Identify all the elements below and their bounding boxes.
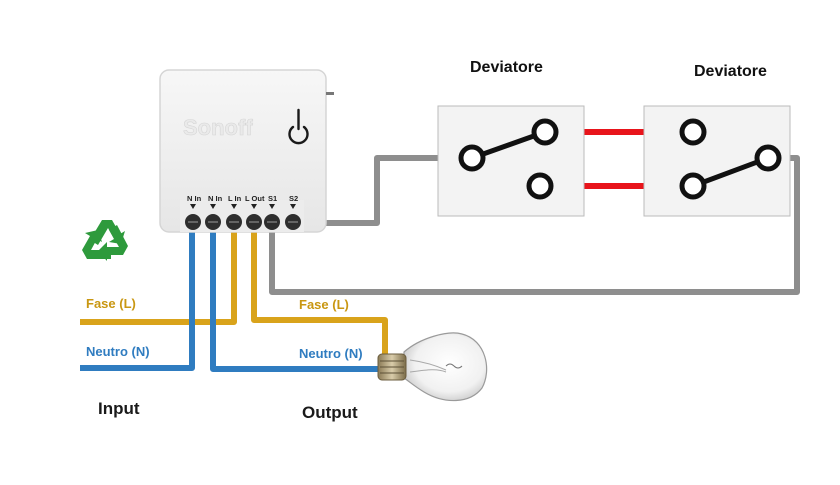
wire-output-neutral bbox=[210, 218, 378, 372]
terminal-label-n-in-1: N In bbox=[187, 194, 202, 203]
output-neutral-label: Neutro (N) bbox=[299, 346, 363, 361]
input-neutral-label: Neutro (N) bbox=[86, 344, 150, 359]
terminal-label-n-in-2: N In bbox=[208, 194, 223, 203]
switch-left-title: Deviatore bbox=[470, 59, 543, 76]
terminal-label-s1: S1 bbox=[268, 194, 277, 203]
wire-output-phase bbox=[251, 218, 388, 356]
terminal-label-l-out: L Out bbox=[245, 194, 265, 203]
wire-input-phase bbox=[80, 218, 237, 325]
recycle-icon bbox=[82, 220, 128, 261]
terminal-label-l-in: L In bbox=[228, 194, 242, 203]
switch-right bbox=[643, 105, 791, 217]
terminal-screws bbox=[185, 214, 301, 230]
bulb-icon bbox=[377, 332, 488, 402]
power-icon bbox=[288, 108, 309, 145]
input-section-label: Input bbox=[98, 399, 140, 418]
input-phase-label: Fase (L) bbox=[86, 296, 136, 311]
terminal-arrows bbox=[190, 204, 296, 209]
terminal-label-s2: S2 bbox=[289, 194, 298, 203]
brand-logo: Sonoff bbox=[183, 115, 253, 140]
sonoff-module: Sonoff N In N In L In L Out S1 S2 bbox=[159, 69, 334, 233]
output-section-label: Output bbox=[302, 403, 358, 422]
output-phase-label: Fase (L) bbox=[299, 297, 349, 312]
wire-s2-to-switch bbox=[293, 155, 472, 226]
wire-input-neutral bbox=[80, 218, 195, 371]
switch-right-title: Deviatore bbox=[694, 63, 767, 80]
switch-left bbox=[437, 105, 585, 217]
